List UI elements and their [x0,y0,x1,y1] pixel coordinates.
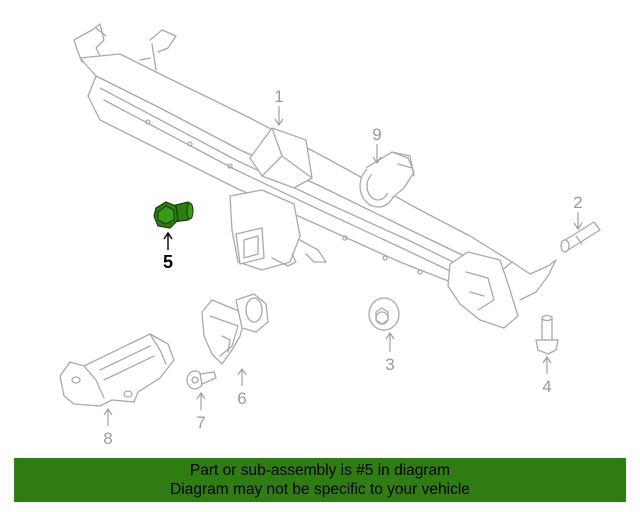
part-9-clamp [359,151,415,208]
part-6-connector [201,293,269,365]
info-banner: Part or sub-assembly is #5 in diagram Di… [14,458,626,502]
callout-4: 4 [542,355,552,396]
callout-1: 1 [274,87,284,127]
part-3-nut [368,297,400,331]
callout-2: 2 [573,193,583,231]
callout-8-label: 8 [103,429,112,448]
callout-3: 3 [385,331,395,374]
part-7-screw [186,370,217,390]
part-8-module [59,333,175,407]
banner-line-2: Diagram may not be specific to your vehi… [170,481,470,498]
callout-2-label: 2 [573,193,582,212]
hitch-crossbar [73,23,557,329]
part-4-bolt [535,314,559,355]
callout-3-label: 3 [385,355,394,374]
callout-9-label: 9 [372,125,381,144]
callout-8: 8 [103,407,113,448]
callout-5-label: 5 [163,252,173,272]
callout-4-label: 4 [542,377,551,396]
callout-6-label: 6 [237,389,246,408]
banner-line-1: Part or sub-assembly is #5 in diagram [189,462,451,479]
part-5-bolt [153,201,194,229]
callout-7: 7 [196,391,206,432]
callout-9: 9 [372,125,382,165]
callout-6: 6 [237,367,247,408]
callout-1-label: 1 [274,87,283,106]
part-2-pin [560,221,601,253]
callout-5: 5 [163,231,173,272]
callout-7-label: 7 [196,413,205,432]
